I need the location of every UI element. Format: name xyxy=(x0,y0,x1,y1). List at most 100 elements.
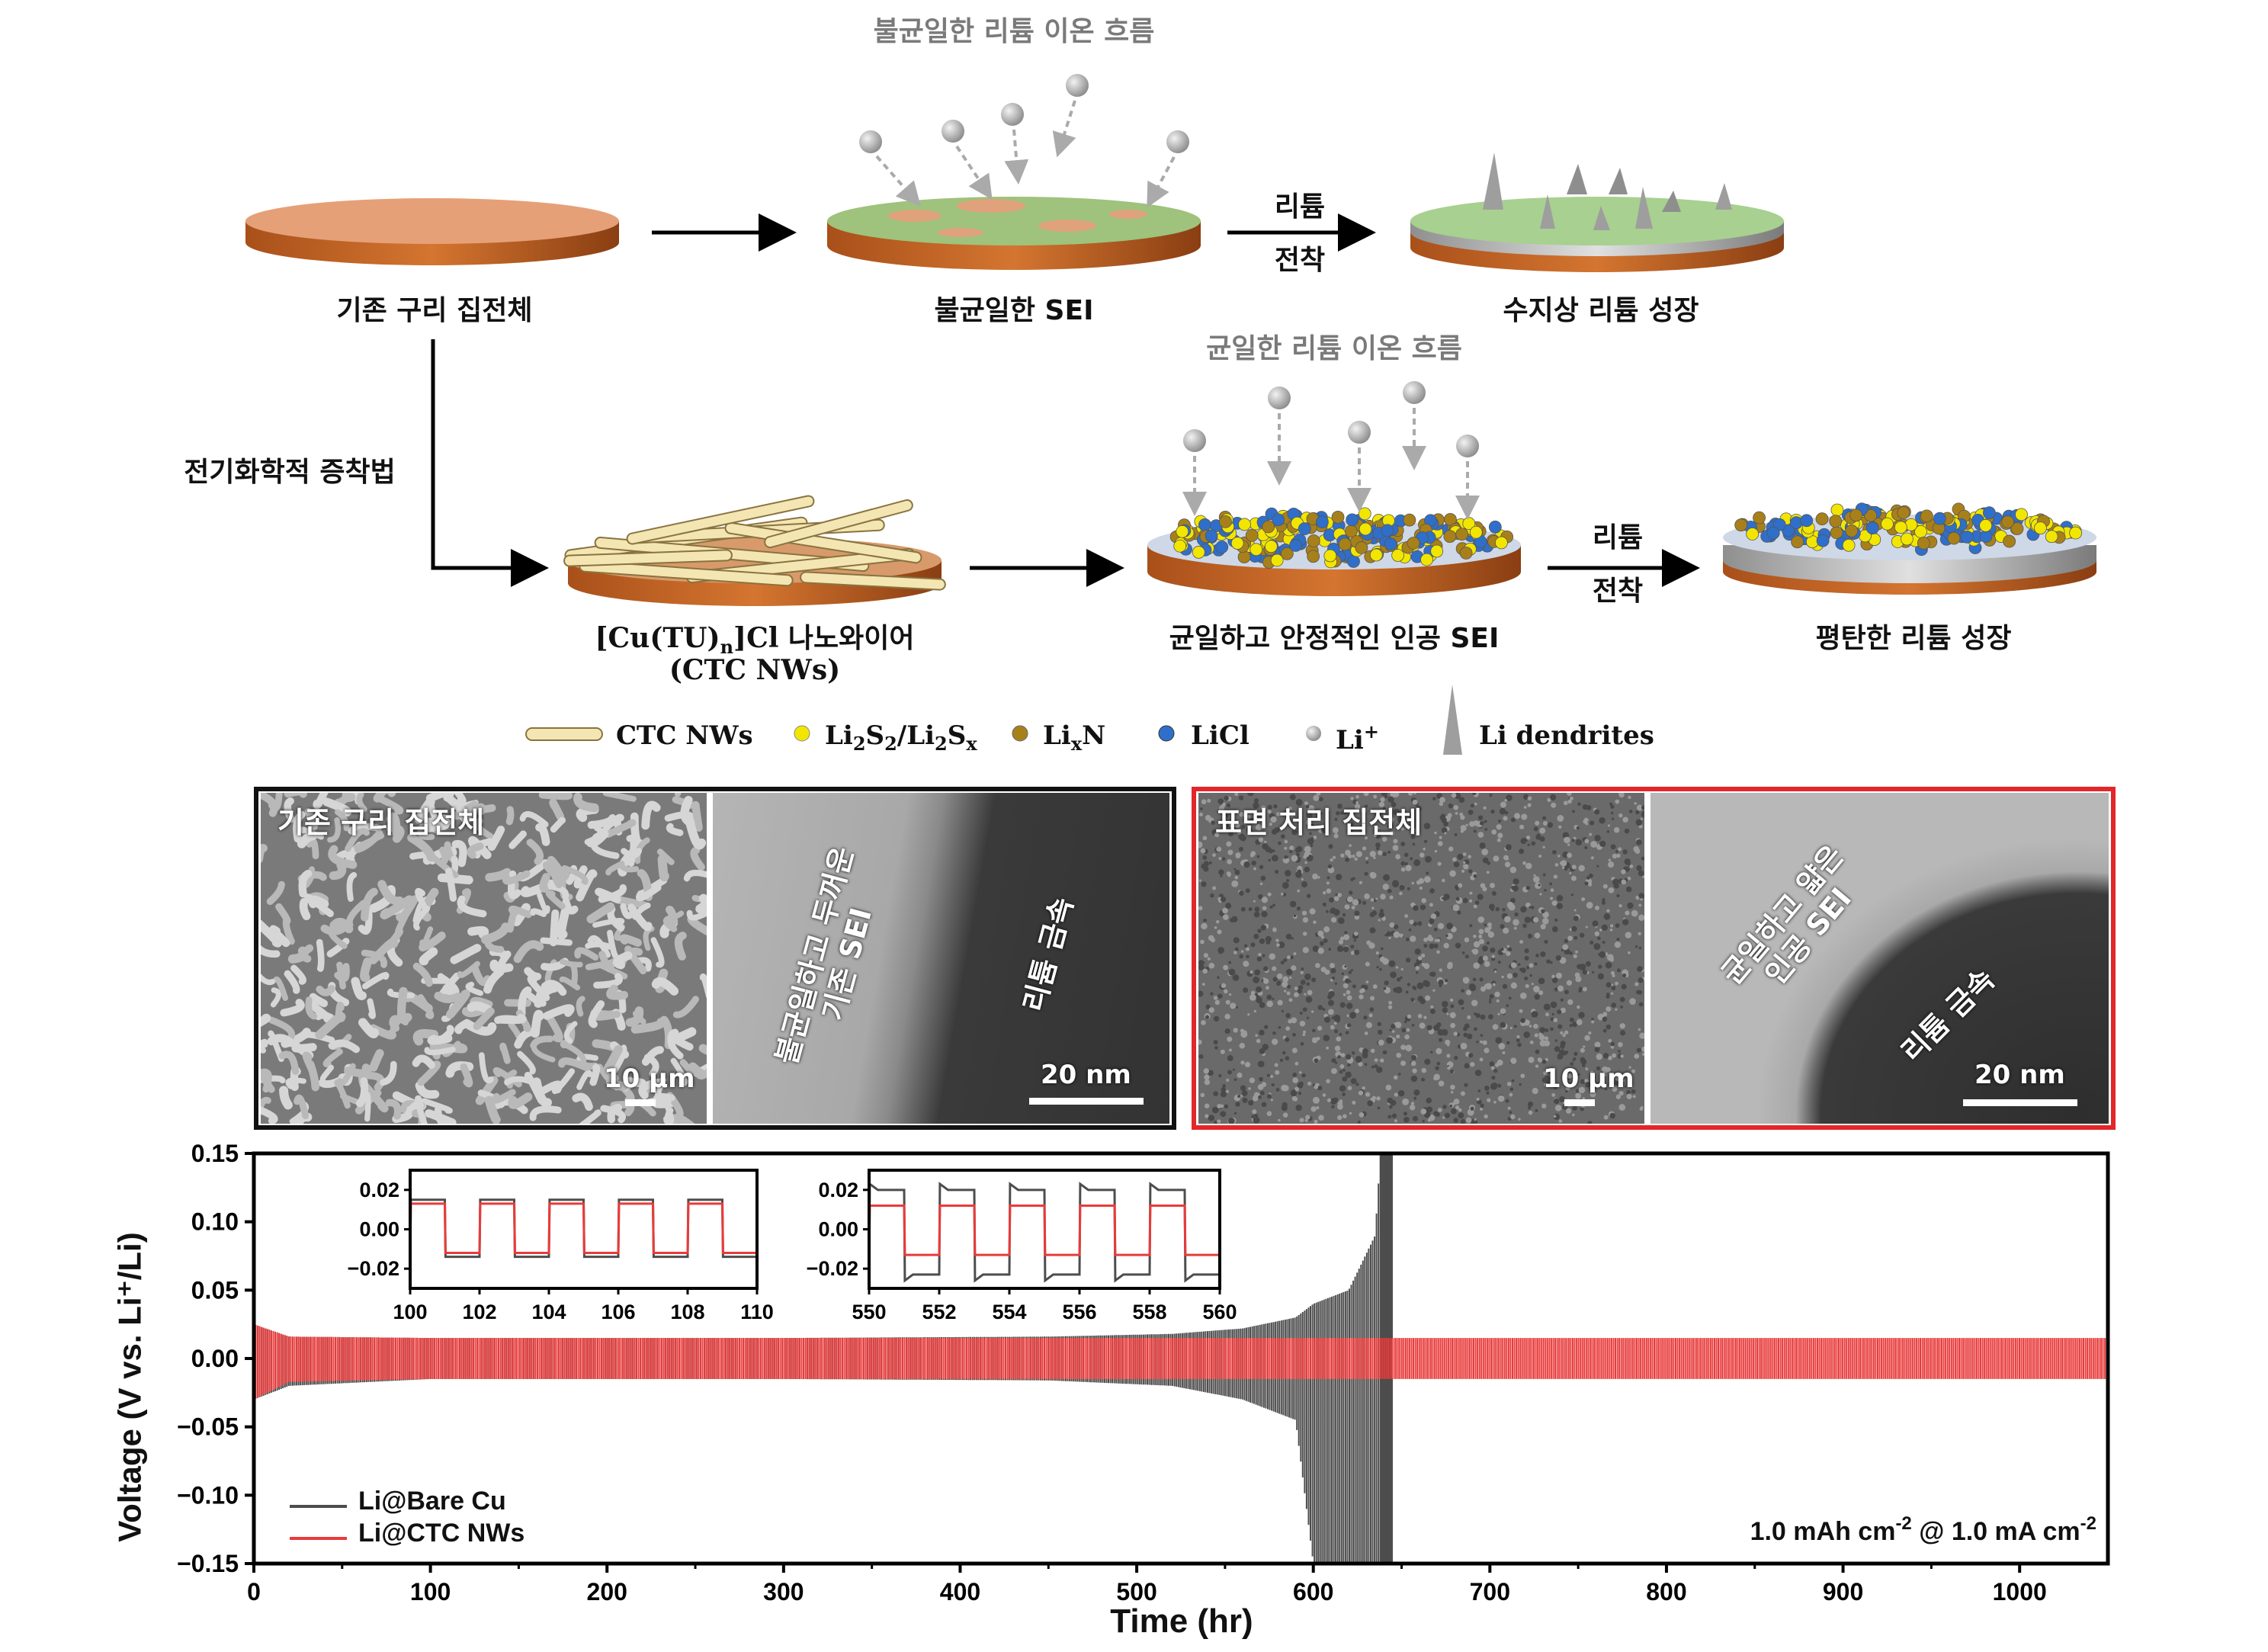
sem-grain xyxy=(1506,794,1513,801)
sem-grain xyxy=(1448,803,1453,809)
sem-grain xyxy=(1502,1051,1506,1055)
sem-grain xyxy=(1453,1031,1458,1036)
sei-particle xyxy=(1391,549,1405,562)
sem-grain xyxy=(1240,835,1246,842)
sem-grain xyxy=(1230,917,1235,923)
sei-particle xyxy=(1791,535,1804,549)
sei-particle xyxy=(1262,520,1275,534)
sem-grain xyxy=(1269,953,1276,960)
sem-grain xyxy=(1297,1082,1304,1089)
sem-grain xyxy=(1298,829,1302,834)
sem-whisker xyxy=(531,1042,556,1063)
sem-grain xyxy=(1628,1066,1631,1069)
sem-grain xyxy=(1333,833,1339,839)
sem-grain xyxy=(1323,1016,1331,1023)
treated-tem-image: 균일하고 얇은 인공 SEI 리튬 금속 20 nm xyxy=(1650,793,2109,1124)
sem-grain xyxy=(1267,804,1272,810)
sem-grain xyxy=(1560,1041,1566,1047)
sem-whisker xyxy=(641,800,661,830)
artificial-sei-label: 균일하고 안정적인 인공 SEI xyxy=(1169,623,1500,654)
sem-grain xyxy=(1357,1120,1361,1124)
y-tick-label: 0.10 xyxy=(191,1208,239,1236)
sem-grain xyxy=(1423,963,1430,970)
sem-grain xyxy=(1570,1062,1574,1066)
sem-grain xyxy=(1557,815,1564,822)
sem-grain xyxy=(1299,1011,1303,1015)
sei-particle xyxy=(1864,508,1878,522)
x-tick-label: 800 xyxy=(1646,1578,1686,1605)
sem-grain xyxy=(1225,999,1230,1005)
sem-grain xyxy=(1345,1071,1352,1079)
sem-grain xyxy=(1442,821,1448,827)
sem-grain xyxy=(1377,1106,1381,1110)
sem-grain xyxy=(1286,879,1290,883)
sem-grain xyxy=(1306,982,1310,986)
sem-grain xyxy=(1405,990,1409,994)
sem-grain xyxy=(1478,929,1484,935)
sem-grain xyxy=(1517,1042,1522,1047)
sem-whisker xyxy=(348,823,382,835)
sem-grain xyxy=(1213,996,1218,1000)
sem-grain xyxy=(1610,804,1615,809)
sem-grain xyxy=(1406,1028,1410,1032)
sem-grain xyxy=(1271,1083,1275,1087)
sem-grain xyxy=(1641,810,1644,818)
bare-cu-label: 기존 구리 집전체 xyxy=(336,295,533,326)
sem-grain xyxy=(1426,1025,1432,1031)
sem-grain xyxy=(1214,1015,1220,1022)
sem-grain xyxy=(1351,906,1355,909)
sem-grain xyxy=(1392,845,1399,852)
sem-grain xyxy=(1579,964,1586,970)
sem-whisker xyxy=(574,947,599,961)
sem-grain xyxy=(1330,963,1335,968)
sem-grain xyxy=(1289,900,1297,908)
sem-grain xyxy=(1320,826,1328,834)
sem-grain xyxy=(1590,1070,1594,1074)
sem-grain xyxy=(1265,935,1272,943)
sem-grain xyxy=(1423,938,1428,942)
sem-grain xyxy=(1405,958,1411,963)
sem-grain xyxy=(1437,922,1445,929)
sem-grain xyxy=(1439,1038,1443,1042)
sei-particle xyxy=(1230,537,1244,550)
sem-grain xyxy=(1343,1114,1347,1118)
sei-particle xyxy=(1815,512,1829,526)
sem-whisker xyxy=(530,1035,554,1049)
sem-grain xyxy=(1542,911,1549,919)
sem-grain xyxy=(1622,849,1628,855)
sem-grain xyxy=(1233,951,1237,954)
sem-grain xyxy=(1279,1058,1284,1062)
sem-whisker xyxy=(383,928,404,951)
sem-grain xyxy=(1369,872,1377,879)
sem-grain xyxy=(1413,793,1416,795)
sei-particle xyxy=(1381,524,1394,537)
sem-whisker xyxy=(354,832,385,851)
sem-grain xyxy=(1336,945,1344,952)
sem-grain xyxy=(1560,1031,1564,1035)
sem-grain xyxy=(1227,849,1233,855)
sem-grain xyxy=(1333,896,1339,901)
sem-grain xyxy=(1638,1002,1644,1007)
sem-grain xyxy=(1599,1079,1605,1086)
sei-particle xyxy=(1307,550,1320,563)
sem-whisker xyxy=(605,1073,628,1092)
sem-grain xyxy=(1550,1001,1557,1009)
sem-grain xyxy=(1554,863,1559,867)
sem-grain xyxy=(1616,968,1621,973)
sem-grain xyxy=(1557,1056,1561,1060)
sem-grain xyxy=(1389,830,1395,836)
sem-grain xyxy=(1219,912,1223,916)
sem-grain xyxy=(1383,874,1390,881)
sem-grain xyxy=(1375,951,1379,955)
sem-grain xyxy=(1493,970,1497,974)
sem-grain xyxy=(1272,903,1275,907)
sem-grain xyxy=(1346,995,1352,1001)
inset-y-tick-label: 0.00 xyxy=(359,1218,399,1241)
sem-grain xyxy=(1507,1106,1511,1110)
sem-grain xyxy=(1615,1008,1618,1011)
sem-grain xyxy=(1547,822,1554,828)
sem-grain xyxy=(1551,974,1555,979)
sem-grain xyxy=(1577,1073,1580,1076)
sem-grain xyxy=(1318,797,1323,802)
sem-grain xyxy=(1639,1032,1644,1039)
